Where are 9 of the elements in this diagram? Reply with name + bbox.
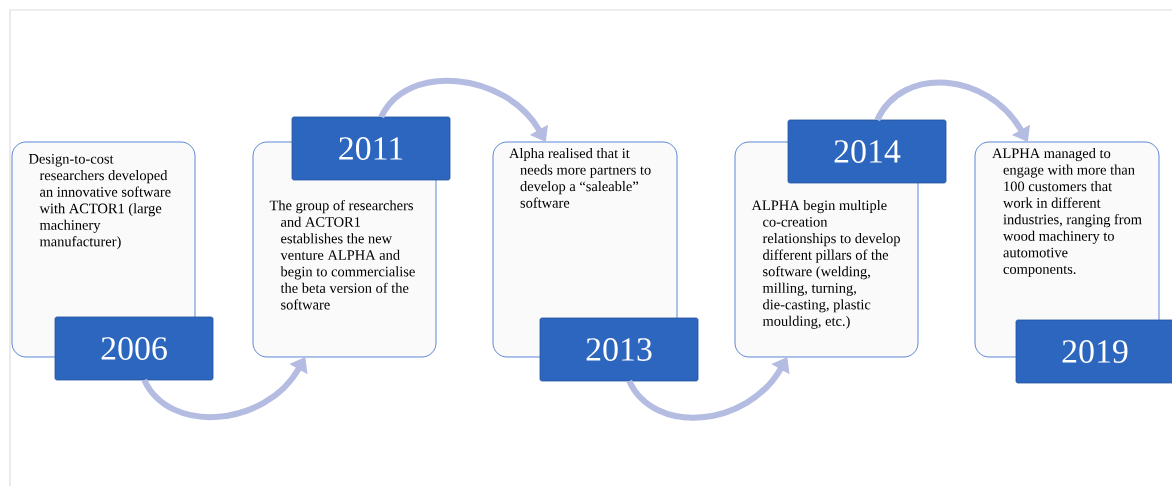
year-box: 2006 [54, 316, 214, 381]
year-box: 2011 [291, 116, 451, 181]
curved-arrow [378, 77, 549, 142]
year-box: 2013 [539, 317, 699, 382]
curved-arrow [874, 79, 1031, 142]
year-box: 2014 [787, 119, 947, 184]
year-box: 2019 [1015, 319, 1172, 384]
curved-arrow [626, 357, 790, 421]
curved-arrow [141, 357, 308, 420]
